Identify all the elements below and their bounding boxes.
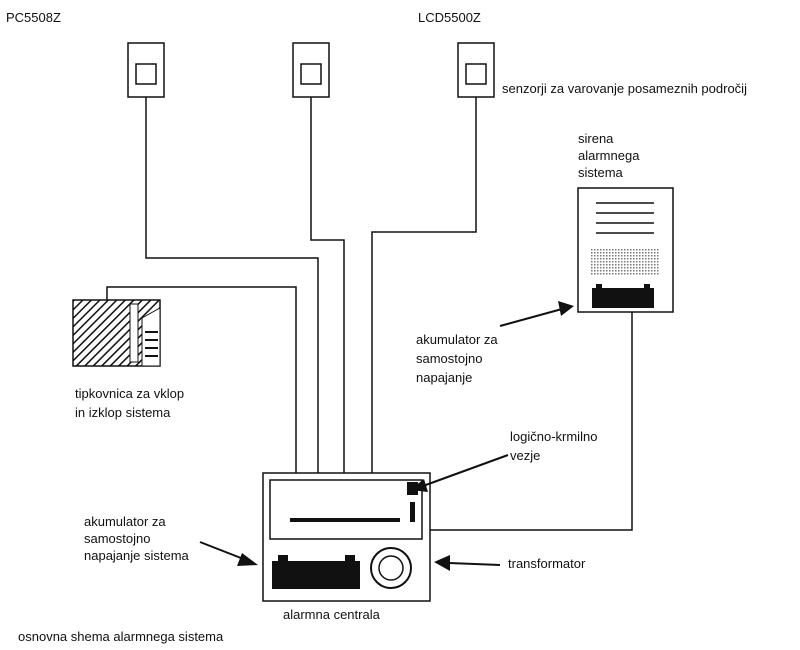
siren-label-line: sirena bbox=[578, 131, 614, 146]
diagram-caption: osnovna shema alarmnega sistema bbox=[18, 629, 224, 644]
sensor-1 bbox=[127, 42, 165, 98]
battery-panel-label: akumulator za samostojno napajanje siste… bbox=[84, 513, 189, 564]
battery-siren-label-line: napajanje bbox=[416, 370, 473, 385]
wiring bbox=[106, 97, 633, 531]
siren-label: sirena alarmnega sistema bbox=[578, 130, 639, 181]
battery-panel-label-line: akumulator za bbox=[84, 514, 166, 529]
siren-box bbox=[577, 187, 674, 313]
battery-siren-label-line: akumulator za bbox=[416, 332, 498, 347]
panel-battery bbox=[272, 555, 360, 589]
model-label-right: LCD5500Z bbox=[418, 10, 481, 25]
logic-label-line: vezje bbox=[510, 448, 541, 463]
arrow-battery-siren bbox=[499, 301, 574, 327]
keypad-label-line: tipkovnica za vklop bbox=[75, 386, 185, 401]
battery-siren-label-line: samostojno bbox=[416, 351, 483, 366]
siren-label-line: sistema bbox=[578, 165, 623, 180]
panel-label: alarmna centrala bbox=[283, 607, 380, 622]
battery-siren-label: akumulator za samostojno napajanje bbox=[416, 330, 498, 387]
sensor-3 bbox=[457, 42, 495, 98]
transformer-symbol bbox=[370, 547, 412, 589]
logic-label-line: logično-krmilno bbox=[510, 429, 598, 444]
sensors-label: senzorji za varovanje posameznih področi… bbox=[502, 81, 747, 96]
arrow-panel-battery bbox=[199, 541, 258, 566]
logic-label: logično-krmilno vezje bbox=[510, 427, 597, 465]
sensor-2 bbox=[292, 42, 330, 98]
siren-label-line: alarmnega bbox=[578, 148, 640, 163]
keypad-label-line: in izklop sistema bbox=[75, 405, 171, 420]
transformer-label: transformator bbox=[508, 556, 586, 571]
battery-panel-label-line: napajanje sistema bbox=[84, 548, 189, 563]
battery-panel-label-line: samostojno bbox=[84, 531, 151, 546]
arrow-logic bbox=[410, 454, 509, 492]
keypad-label: tipkovnica za vklop in izklop sistema bbox=[75, 384, 184, 422]
arrow-transformer bbox=[434, 555, 501, 571]
model-label-left: PC5508Z bbox=[6, 10, 61, 25]
keypad bbox=[72, 299, 161, 367]
